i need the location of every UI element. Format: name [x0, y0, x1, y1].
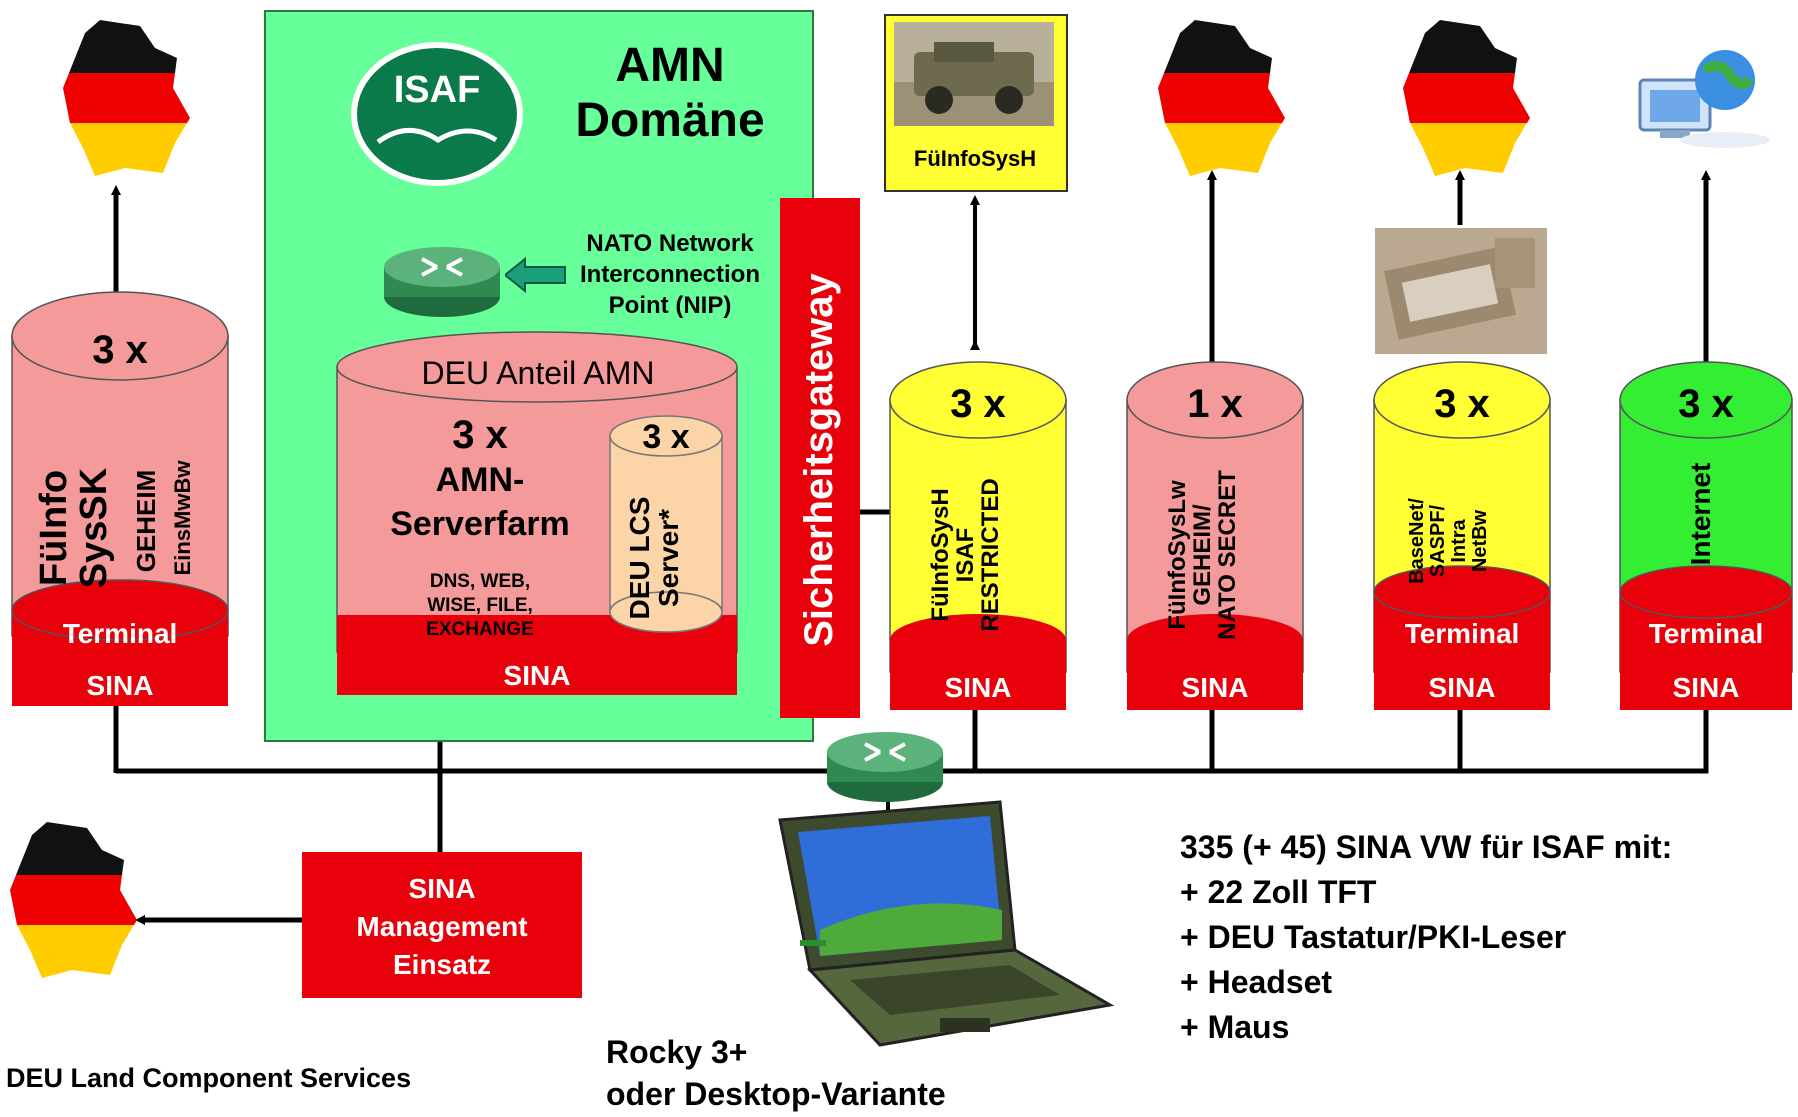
- db4-cylinder: [1373, 361, 1551, 710]
- lcs-label: DEU LCS Server*: [624, 496, 685, 620]
- deu-amn-cylinder: [336, 331, 738, 695]
- security-gateway: [780, 198, 860, 718]
- db5-label: Internet: [1685, 462, 1716, 566]
- germany-map-icon: [1158, 20, 1285, 176]
- db2-label: FüInfoSysH ISAF RESTRICTED: [927, 478, 1005, 632]
- deu-amn-services: DNS, WEB, WISE, FILE, EXCHANGE: [426, 571, 534, 640]
- db1-count: 3 x: [92, 328, 148, 372]
- germany-map-icon: [10, 822, 137, 978]
- amn-domain-title: AMN Domäne: [575, 39, 765, 148]
- db3-cylinder: [1126, 361, 1304, 710]
- db2-sina: SINA: [944, 672, 1012, 703]
- deu-amn-farm-label: AMN- Serverfarm: [390, 461, 570, 544]
- db4-sina: SINA: [1428, 672, 1496, 703]
- vehicle-image: [894, 22, 1054, 126]
- germany-map-icon: [63, 20, 190, 176]
- db1-label-tiny: EinsMwBw: [170, 460, 195, 576]
- info-item: + DEU Tastatur/PKI-Leser: [1180, 919, 1567, 955]
- fuelinfosysh-label: FüInfoSysH: [913, 146, 1037, 171]
- db1-cylinder: [11, 291, 229, 706]
- aerial-base-image: [1375, 228, 1547, 354]
- footer-left-label: DEU Land Component Services: [6, 1063, 412, 1093]
- info-heading: 335 (+ 45) SINA VW für ISAF mit:: [1180, 829, 1673, 865]
- info-item: + 22 Zoll TFT: [1180, 874, 1377, 910]
- germany-map-icon: [1403, 20, 1530, 176]
- db1-label-big: FüInfo SysSK: [33, 467, 115, 589]
- db1-terminal: Terminal: [62, 618, 178, 649]
- nip-label: NATO Network Interconnection Point (NIP): [579, 230, 760, 320]
- isaf-logo: ISAF: [351, 42, 523, 186]
- db5-sina: SINA: [1672, 672, 1740, 703]
- info-block: 335 (+ 45) SINA VW für ISAF mit: + 22 Zo…: [1180, 825, 1672, 1050]
- db4-terminal: Terminal: [1404, 618, 1520, 649]
- db5-count: 3 x: [1678, 382, 1734, 426]
- db3-sina: SINA: [1181, 672, 1249, 703]
- sina-management-label: SINA Management Einsatz: [356, 873, 528, 980]
- nip-router-icon: [384, 247, 500, 317]
- db4-count: 3 x: [1434, 382, 1490, 426]
- security-gateway-label: Sicherheitsgateway: [797, 273, 841, 647]
- sina-management-box: [302, 852, 582, 998]
- db4-label: BaseNet/ SASPF/ Intra NetBw: [1406, 498, 1491, 584]
- db1-label-small: GEHEIM: [131, 469, 161, 573]
- db1-sina: SINA: [86, 670, 154, 701]
- laptop-image: [778, 800, 1115, 1047]
- bus-router-icon: [827, 732, 943, 802]
- db2-cylinder: [889, 361, 1067, 710]
- laptop-caption: Rocky 3+ oder Desktop-Variante: [606, 1034, 946, 1112]
- lcs-cylinder: [609, 415, 723, 633]
- svg-text:ISAF: ISAF: [394, 69, 481, 111]
- db5-terminal: Terminal: [1648, 618, 1764, 649]
- deu-amn-sina: SINA: [337, 657, 737, 695]
- lcs-count: 3 x: [642, 418, 690, 456]
- nip-arrow-icon: [505, 257, 566, 293]
- db5-cylinder: [1619, 361, 1793, 710]
- deu-amn-top-label: DEU Anteil AMN: [421, 355, 655, 391]
- db3-count: 1 x: [1187, 382, 1243, 426]
- db3-label: FüInfoSysLw GEHEIM/ NATO SECRET: [1164, 470, 1242, 640]
- deu-amn-count: 3 x: [452, 413, 508, 457]
- info-item: + Maus: [1180, 1009, 1290, 1045]
- internet-globe-icon: [1638, 50, 1770, 148]
- info-item: + Headset: [1180, 964, 1333, 1000]
- db2-count: 3 x: [950, 382, 1006, 426]
